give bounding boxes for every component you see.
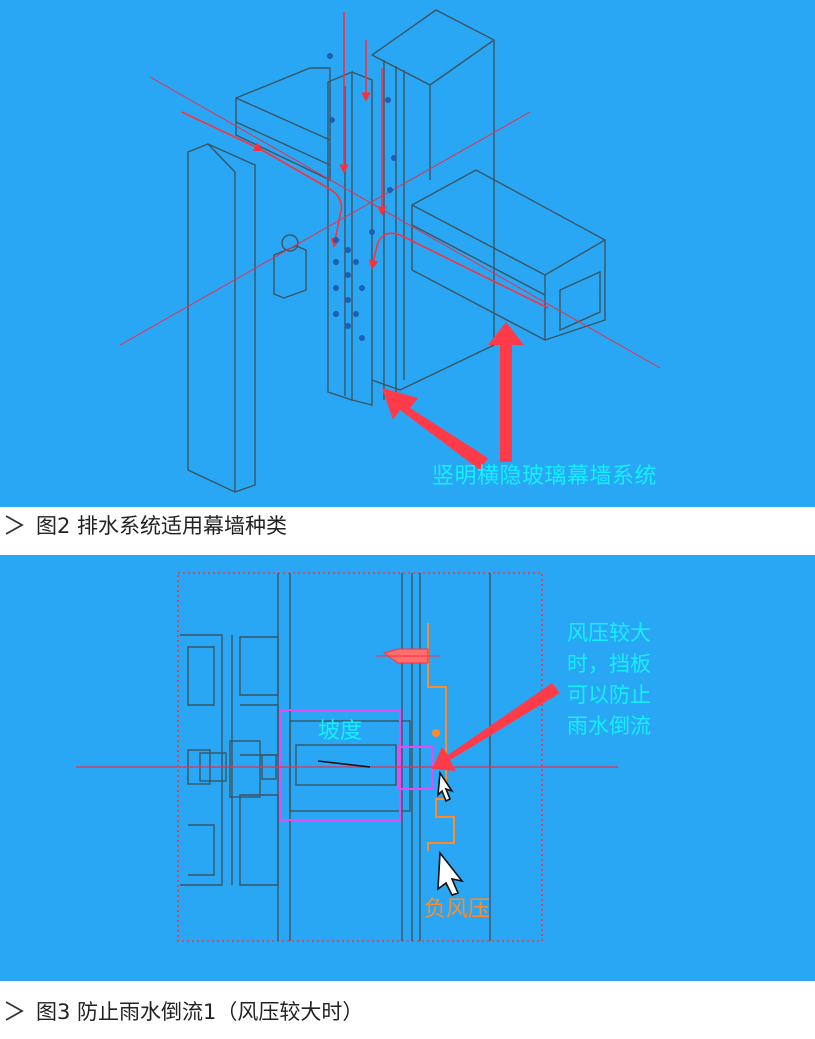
figure1-panel: 竖明横隐玻璃幕墙系统 [0,0,815,507]
baffle [427,623,455,851]
flow-arrow-6 [368,232,549,309]
figure2-caption-text: 图3 防止雨水倒流1（风压较大时） [36,1000,364,1024]
pointer-arrow [432,683,560,771]
back-beam [235,67,331,182]
bracket [273,245,307,299]
flow-arrow-2 [261,149,343,248]
section-detail-diagram [76,572,618,942]
drop-icon [327,53,397,341]
figure2-caption: 图3 防止雨水倒流1（风压较大时） [0,991,815,1031]
slope-label: 坡度 [318,719,363,744]
right-transom [411,169,606,341]
baffle-note: 风压较大 时，挡板 可以防止 雨水倒流 [567,618,677,742]
rear-tall-box [371,9,495,391]
drainage-isometric-diagram [119,9,661,493]
baffle-note-line-3: 可以防止 [567,683,651,707]
pointer-arrows [382,322,524,470]
slope-box-small [397,746,433,790]
chevron-right-icon [5,1001,24,1021]
figure1-caption-text: 图2 排水系统适用幕墙种类 [36,514,288,538]
figure1-caption: 图2 排水系统适用幕墙种类 [0,505,815,545]
left-mullion [187,143,256,493]
chevron-right-icon [5,515,24,535]
slope-box [279,709,401,821]
curtain-wall-system-label: 竖明横隐玻璃幕墙系统 [432,464,658,489]
baffle-note-line-4: 雨水倒流 [567,714,651,738]
baffle-note-line-2: 时，挡板 [567,652,651,676]
baffle-note-line-1: 风压较大 [567,621,651,645]
wind-arrow-2 [437,850,464,896]
flow-arrow-1 [181,111,264,152]
figure2-panel: 坡度 风压较大 时，挡板 可以防止 雨水倒流 负风压 [0,555,815,981]
detail-boundary [177,572,543,942]
negative-wind-pressure-label: 负风压 [424,897,491,922]
wind-arrow-1 [437,770,454,803]
